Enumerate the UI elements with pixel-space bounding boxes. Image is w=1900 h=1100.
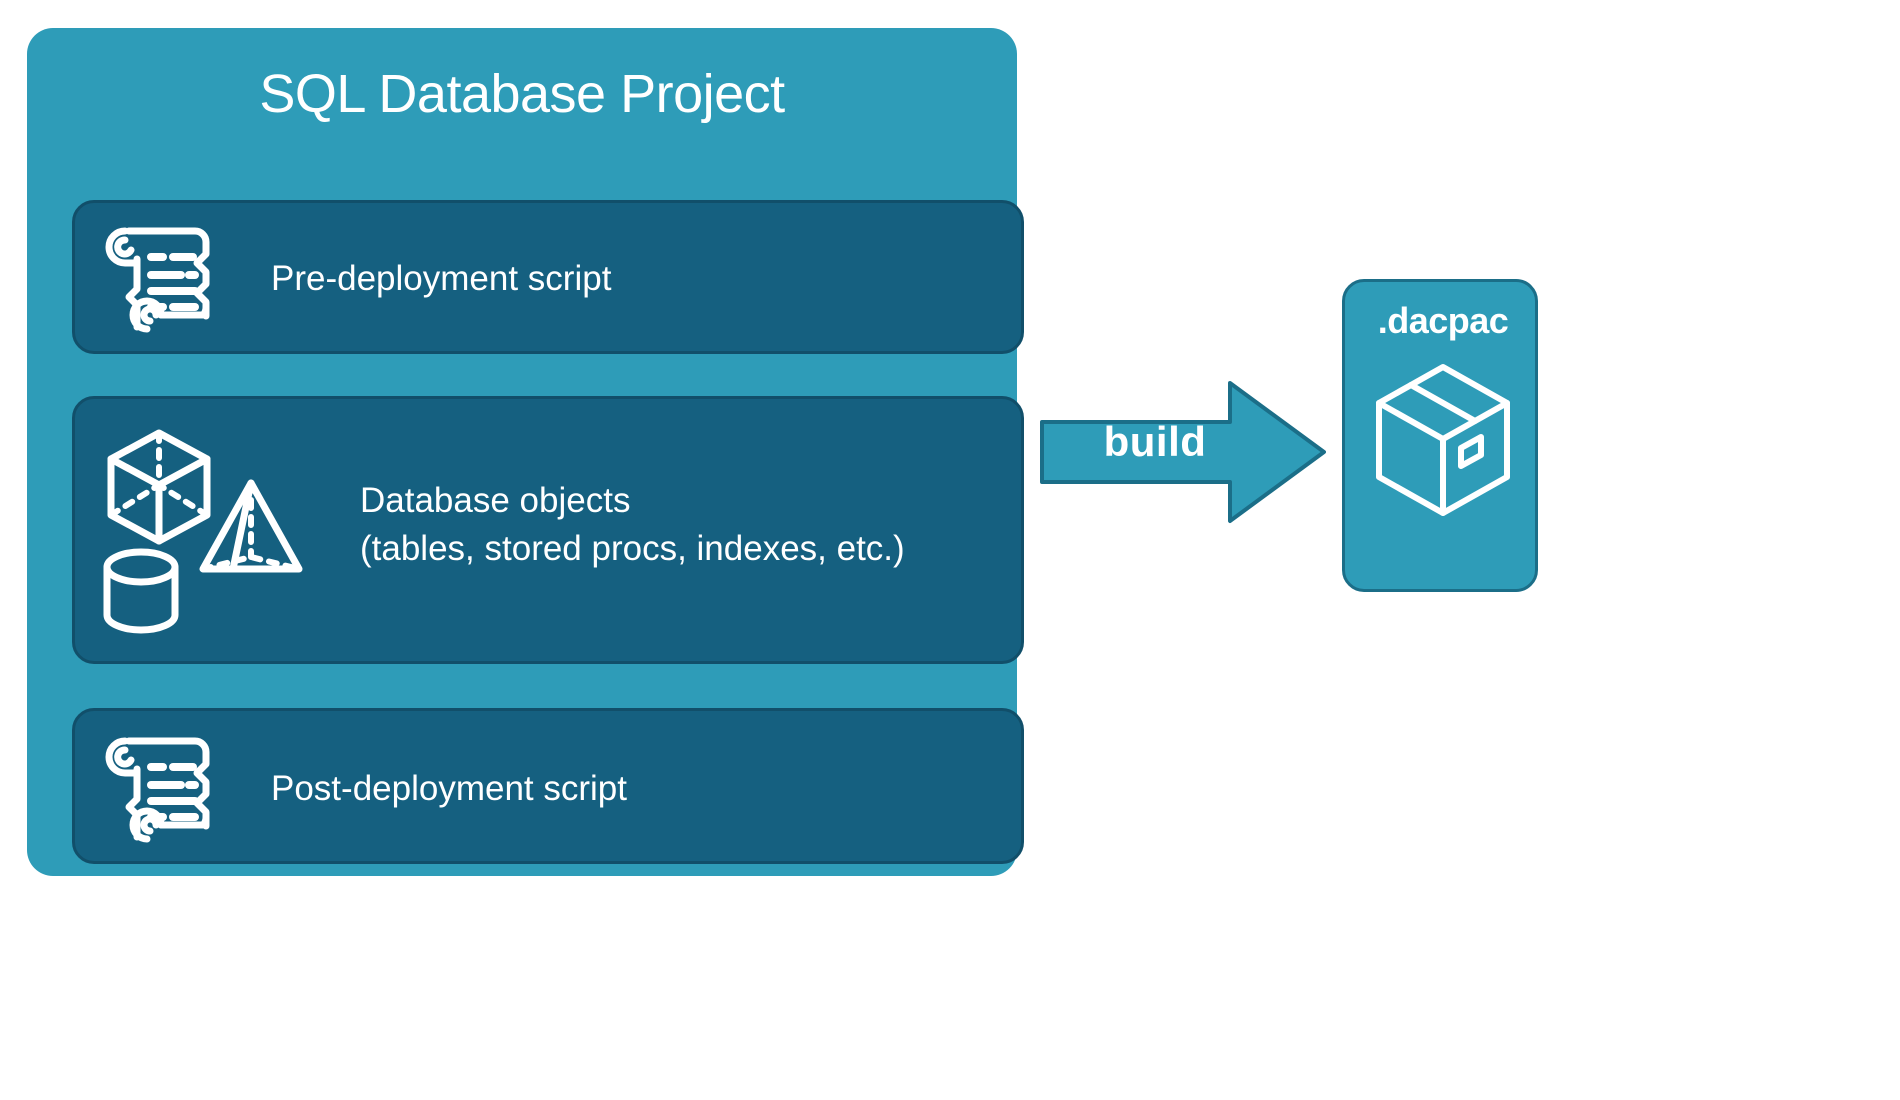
- panel-post-deployment[interactable]: Post-deployment script: [72, 708, 1024, 864]
- page-title: SQL Database Project: [259, 64, 785, 124]
- dacpac-title: .dacpac: [1377, 300, 1509, 341]
- panel-post-deployment-label: Post-deployment script: [271, 769, 627, 808]
- panel-database-objects-label: Database objects (tables, stored procs, …: [360, 481, 905, 569]
- scroll-icon: [95, 221, 225, 339]
- panel-database-objects[interactable]: Database objects (tables, stored procs, …: [72, 396, 1024, 664]
- three-d-shapes-icon: [93, 417, 343, 649]
- package-box-icon: [1369, 358, 1517, 522]
- panel-pre-deployment-label: Pre-deployment script: [271, 259, 612, 298]
- sql-database-project-card: SQL Database Project: [27, 28, 1024, 876]
- build-arrow: [1040, 380, 1326, 524]
- dacpac-output-card[interactable]: .dacpac: [1342, 279, 1538, 592]
- panel-pre-deployment[interactable]: Pre-deployment script: [72, 200, 1024, 354]
- scroll-icon: [95, 731, 225, 849]
